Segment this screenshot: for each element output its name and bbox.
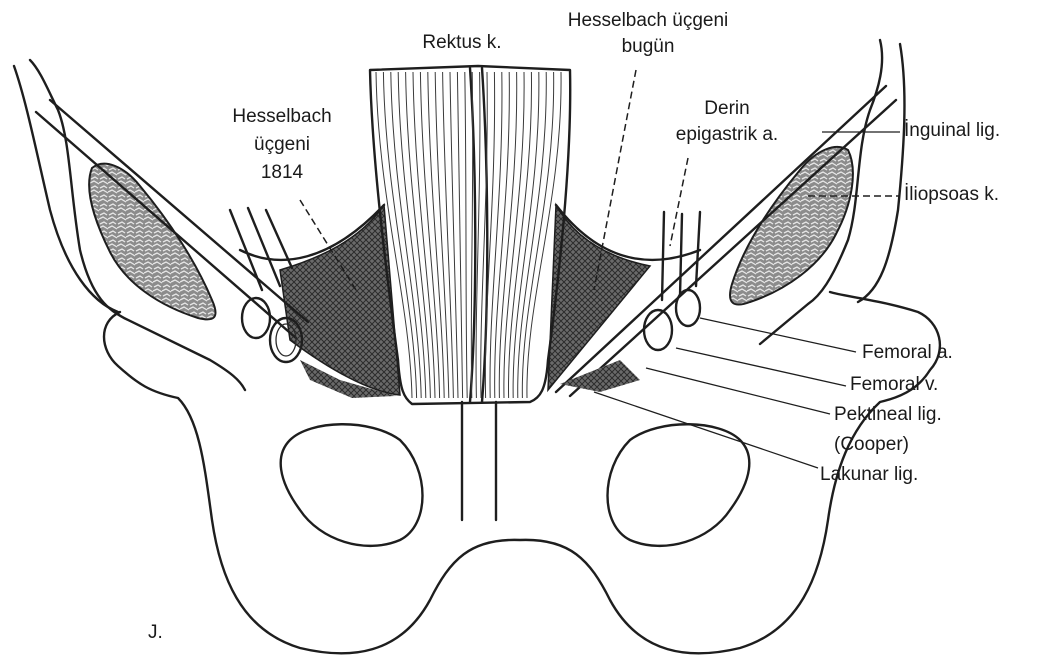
rectus-fiber [465,72,467,398]
leader-lakunar [594,392,818,468]
label-lakunar: Lakunar lig. [820,462,918,488]
iliac-wing-right-outer [858,44,904,302]
label-pektineal-2: (Cooper) [834,432,909,458]
label-iliopsoas: İliopsoas k. [904,182,999,208]
pelvis-outline [104,292,940,653]
label-hesselbach-1814-1: Hesselbach [232,104,331,130]
rectus-fiber [413,72,435,398]
rectus-fiber [513,72,539,398]
rectus-fiber [450,72,458,398]
leader-pektineal [646,368,830,414]
label-hesselbach-1814-3: 1814 [261,160,303,186]
rectus-fiber [508,72,531,398]
obturator-foramen-right [608,424,750,546]
obturator-foramen-left [281,424,423,546]
rectus-muscle [370,66,570,404]
label-femoral-v: Femoral v. [850,372,938,398]
label-rektus: Rektus k. [422,30,501,56]
rectus-fiber [476,72,480,398]
leader-femoral-a [700,318,856,352]
rectus-fiber [457,72,462,398]
pubic-symphysis [462,402,496,520]
label-hesselbach-bugun-2: bugün [622,34,675,60]
panel-label: J. [148,620,163,646]
label-femoral-a: Femoral a. [862,340,953,366]
label-derin-2: epigastrik a. [676,122,778,148]
rectus-fiber [443,72,454,398]
femoral-artery-right [676,290,700,326]
label-derin-1: Derin [704,96,749,122]
rectus-fiber [518,72,547,398]
leader-derin-epigastrik [670,158,688,246]
iliopsoas-muscle-right [730,147,853,305]
label-hesselbach-1814-2: üçgeni [254,132,310,158]
label-pektineal-1: Pektineal lig. [834,402,942,428]
label-inguinal: İnguinal lig. [904,118,1000,144]
label-hesselbach-bugun-1: Hesselbach üçgeni [568,8,729,34]
leader-femoral-v [676,348,846,386]
